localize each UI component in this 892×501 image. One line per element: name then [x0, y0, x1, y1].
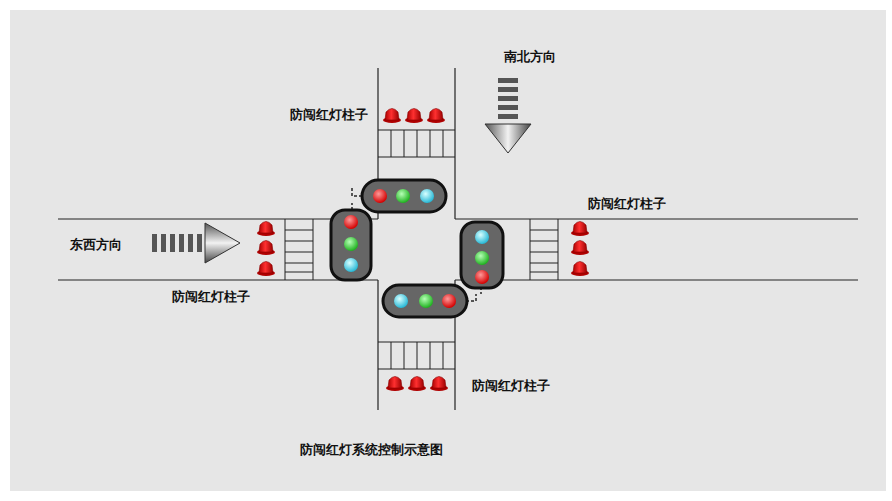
post-label: 防闯红灯柱子: [588, 196, 666, 212]
caption: 防闯红灯系统控制示意图: [300, 442, 443, 458]
red-beacon: [408, 377, 426, 392]
red-beacon: [571, 241, 589, 256]
red-beacon: [257, 241, 275, 256]
red-beacon: [430, 377, 448, 392]
panel: [10, 10, 886, 491]
ew-arrow: [152, 223, 240, 263]
direction-label: 东西方向: [70, 237, 122, 253]
red-beacon: [571, 222, 589, 237]
post-label: 防闯红灯柱子: [290, 107, 368, 123]
red-beacon: [405, 109, 423, 124]
ns-arrow: [485, 78, 531, 153]
post-label: 防闯红灯柱子: [172, 289, 250, 305]
red-beacon: [383, 109, 401, 124]
road-edges: [58, 68, 858, 410]
red-beacon: [257, 222, 275, 237]
direction-label: 南北方向: [504, 49, 556, 65]
red-beacons: [257, 109, 589, 392]
red-beacon: [257, 262, 275, 277]
red-beacon: [427, 109, 445, 124]
traffic-lights: [331, 180, 503, 317]
crosswalks: [285, 130, 558, 369]
red-beacon: [571, 262, 589, 277]
post-label: 防闯红灯柱子: [472, 378, 550, 394]
red-beacon: [386, 377, 404, 392]
